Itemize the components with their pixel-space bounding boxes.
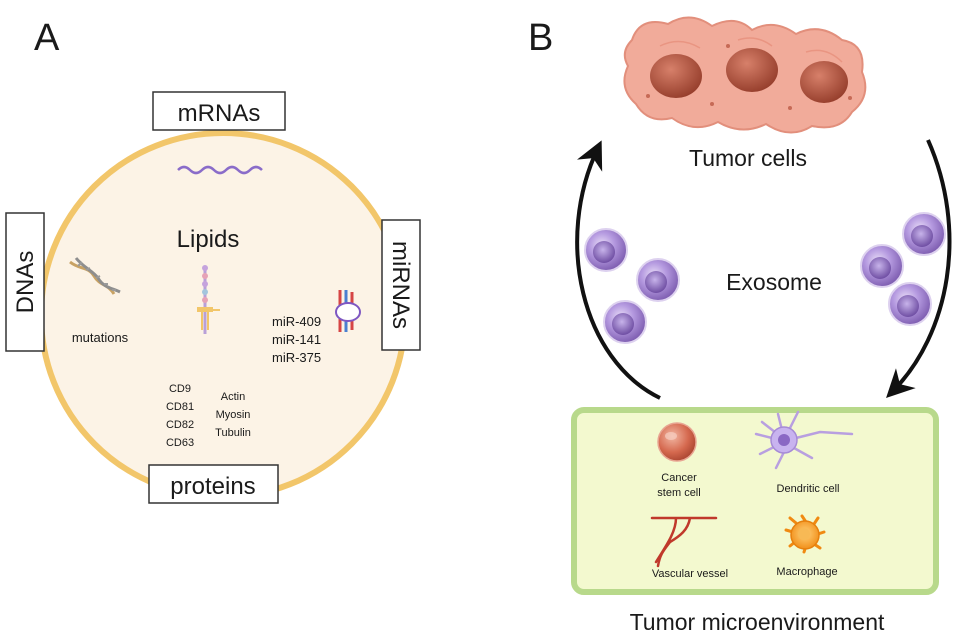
mutations-label: mutations <box>72 330 129 345</box>
mirnas-box: miRNAs <box>381 219 421 351</box>
macrophage-icon <box>784 514 826 554</box>
macrophage-label: Macrophage <box>776 566 837 578</box>
exosome-vesicle-icon <box>902 212 946 256</box>
proteins-box: proteins <box>148 464 279 504</box>
exosome-vesicle-icon <box>860 244 904 288</box>
exosome-vesicle-icon <box>888 282 932 326</box>
microenvironment-title: Tumor microenvironment <box>630 609 885 635</box>
panel-a-letter: A <box>34 17 60 59</box>
cd-marker: CD9 <box>169 383 191 395</box>
dendritic-cell-icon <box>754 410 854 470</box>
mirnas-label: miRNAs <box>387 241 414 329</box>
dendritic-label: Dendritic cell <box>777 483 840 495</box>
lipids-label: Lipids <box>177 226 240 253</box>
mrnas-box: mRNAs <box>152 91 286 131</box>
cytoskeleton-item: Myosin <box>216 409 251 421</box>
dnas-label: DNAs <box>12 251 39 314</box>
proteins-label: proteins <box>170 473 255 500</box>
exosome-vesicle-icon <box>603 300 647 344</box>
cytoskeleton-item: Actin <box>221 391 245 403</box>
tumor-cells-label: Tumor cells <box>689 145 807 171</box>
lipid-chain-icon <box>197 265 220 334</box>
mrnas-label: mRNAs <box>178 100 261 127</box>
mrna-strand-icon <box>177 165 263 175</box>
cancer-stem-label: stem cell <box>657 487 700 499</box>
cd-marker: CD82 <box>166 419 194 431</box>
arrow-to-microenvironment-icon <box>886 139 952 398</box>
dnas-box: DNAs <box>5 212 45 352</box>
mirna-item: miR-375 <box>272 350 321 365</box>
cancer-stem-cell-icon <box>657 422 697 462</box>
exosome-vesicle-icon <box>584 228 628 272</box>
microenvironment-box <box>571 407 939 595</box>
vascular-label: Vascular vessel <box>652 568 728 580</box>
cancer-stem-label: Cancer <box>661 472 697 484</box>
mirna-hairpin-icon <box>335 290 361 332</box>
dna-helix-icon <box>69 257 121 295</box>
mirna-item: miR-409 <box>272 314 321 329</box>
exosome-vesicle-icon <box>636 258 680 302</box>
vascular-vessel-icon <box>650 516 718 568</box>
cd-marker: CD63 <box>166 437 194 449</box>
arrow-to-tumor-icon <box>575 140 661 400</box>
tumor-cells-icon <box>623 16 867 134</box>
cytoskeleton-item: Tubulin <box>215 427 251 439</box>
panel-b-letter: B <box>528 17 553 59</box>
cd-marker: CD81 <box>166 401 194 413</box>
mirna-item: miR-141 <box>272 332 321 347</box>
exosome-label: Exosome <box>726 269 822 295</box>
